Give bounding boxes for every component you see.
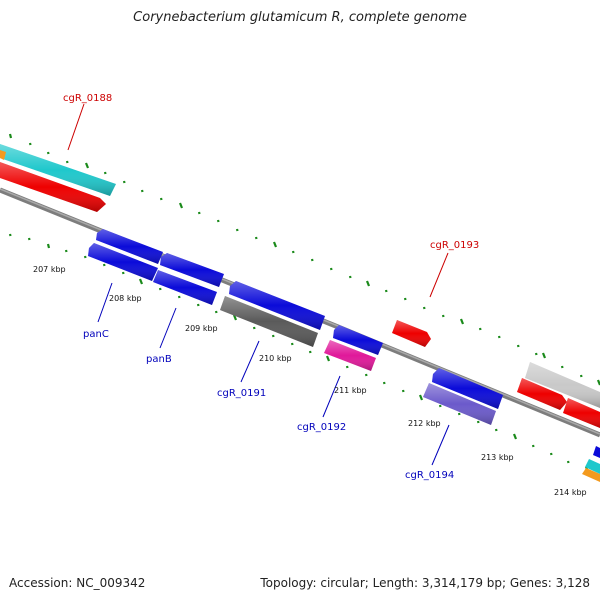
gene-label-cgR-0191[interactable]: cgR_0191	[217, 388, 266, 399]
kbp-label: 213 kbp	[481, 453, 514, 462]
gene-label-panB[interactable]: panB	[146, 354, 172, 365]
topology-summary: Topology: circular; Length: 3,314,179 bp…	[260, 576, 590, 590]
gene-label-cgR-0193[interactable]: cgR_0193	[430, 240, 479, 251]
gene-cyan-edge	[585, 459, 600, 474]
kbp-label: 208 kbp	[109, 294, 142, 303]
forward-genes	[0, 144, 600, 428]
gene-orange-edge	[582, 468, 600, 482]
label-leaders	[67, 103, 450, 466]
reverse-genes	[88, 229, 600, 482]
gene-label-cgR-0194[interactable]: cgR_0194	[405, 470, 454, 481]
outer-tick-row	[8, 133, 600, 386]
accession-text: Accession: NC_009342	[9, 576, 146, 590]
kbp-label: 211 kbp	[334, 386, 367, 395]
kbp-label: 207 kbp	[33, 265, 66, 274]
gene-label-cgR-0192[interactable]: cgR_0192	[297, 422, 346, 433]
inner-tick-row	[8, 233, 590, 473]
gene-blue-edge	[593, 446, 600, 458]
gene-label-cgR-0188[interactable]: cgR_0188	[63, 93, 112, 104]
gene-orange-left	[0, 150, 6, 160]
kbp-label: 214 kbp	[554, 488, 587, 497]
kbp-labels: 207 kbp 208 kbp 209 kbp 210 kbp 211 kbp …	[33, 265, 587, 497]
gene-label-panC[interactable]: panC	[83, 329, 109, 340]
kbp-label: 210 kbp	[259, 354, 292, 363]
kbp-label: 212 kbp	[408, 419, 441, 428]
map-title: Corynebacterium glutamicum R, complete g…	[133, 10, 467, 25]
kbp-label: 209 kbp	[185, 324, 218, 333]
gene-labels: cgR_0188 cgR_0193 panC panB cgR_0191 cgR…	[63, 93, 479, 481]
